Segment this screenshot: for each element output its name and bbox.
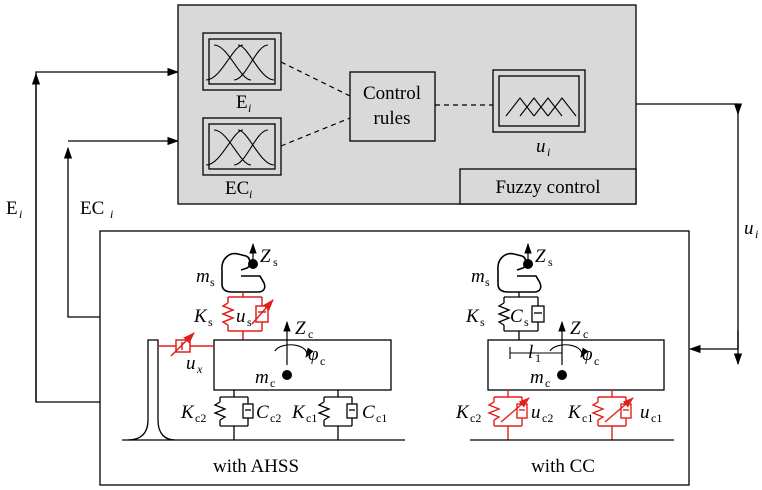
cc-zc-label: Z [570, 318, 581, 339]
membership-block-e: E i [202, 32, 282, 115]
control-rules-block: Control rules [349, 71, 436, 142]
cc-l1-dimension [509, 347, 562, 359]
ahss-mc-sub: c [270, 376, 275, 390]
signal-lines [31, 67, 743, 403]
ahss-cc2-label: C [256, 402, 269, 423]
mf-e-label: E [236, 92, 248, 113]
ahss-body-mass-point [282, 370, 292, 380]
cc-cs-label: C [510, 306, 523, 327]
signal-ec-sub: i [110, 207, 113, 221]
signal-u-label: u [744, 218, 754, 239]
fuzzy-control-panel: Fuzzy control E i EC i Control rules [177, 4, 637, 205]
ahss-kc2-label: K [180, 402, 195, 423]
signal-u-sub: i [755, 227, 758, 241]
ahss-cc1-sub: c1 [376, 411, 387, 425]
cc-model: Z s m s K s C s Z c l 1 [455, 242, 674, 477]
cc-body-mass-point [557, 370, 567, 380]
cc-ks-sub: s [480, 315, 485, 329]
cc-uc2-sub: c2 [542, 411, 553, 425]
cc-zc-sub: c [583, 327, 588, 341]
ahss-phi-label: φ [308, 344, 319, 365]
ahss-caption: with AHSS [213, 456, 299, 477]
ahss-zc-label: Z [295, 318, 306, 339]
cc-kc1-sub: c1 [582, 411, 593, 425]
ahss-ux-label: u [186, 353, 196, 374]
ahss-ux-sub: x [196, 362, 203, 376]
signal-ec-label: EC [80, 198, 104, 219]
control-rules-line1: Control [363, 83, 421, 104]
ahss-ks-sub: s [208, 315, 213, 329]
cc-phi-label: φ [582, 344, 593, 365]
cc-kc1-label: K [567, 402, 582, 423]
cc-phi-sub: c [594, 354, 599, 368]
ahss-ms-label: m [196, 266, 210, 287]
cc-ms-sub: s [485, 275, 490, 289]
cc-kc2-sub: c2 [470, 411, 481, 425]
ahss-zs-label: Z [260, 246, 271, 267]
cc-l1-label: l [528, 342, 533, 363]
cc-uc1-sub: c1 [651, 411, 662, 425]
mf-ec-sub: i [249, 187, 252, 201]
control-rules-line2: rules [374, 108, 411, 129]
ahss-zc-sub: c [308, 327, 313, 341]
cc-suspension-c2 [487, 390, 530, 440]
ahss-phi-sub: c [320, 354, 325, 368]
wall-post [127, 339, 176, 441]
ahss-model: Z s m s K s u s Z c φ c m [122, 242, 405, 477]
membership-block-ec: EC i [202, 117, 282, 201]
mf-u-label: u [536, 136, 546, 157]
mf-u-sub: i [547, 145, 550, 159]
cc-kc2-label: K [455, 402, 470, 423]
dashed-connections [280, 61, 493, 147]
ahss-zs-sub: s [273, 255, 278, 269]
cc-car-body [487, 339, 665, 391]
cc-suspension-c1 [591, 390, 634, 440]
cc-caption: with CC [531, 456, 595, 477]
horizontal-actuator [158, 332, 214, 357]
cc-l1-sub: 1 [535, 351, 541, 365]
seat-suspension [220, 292, 274, 340]
ahss-us-label: u [236, 306, 246, 327]
ahss-ms-sub: s [210, 275, 215, 289]
ahss-mc-label: m [255, 367, 269, 388]
cc-mc-label: m [530, 367, 544, 388]
cc-seat-suspension [497, 292, 545, 340]
ahss-suspension-c2 [213, 390, 254, 440]
fuzzy-control-title: Fuzzy control [495, 177, 600, 198]
cc-zs-label: Z [535, 246, 546, 267]
fuzzy-control-label-box [459, 168, 637, 205]
mf-ec-label: EC [225, 178, 249, 199]
signal-e-label: E [6, 198, 18, 219]
ahss-us-sub: s [247, 315, 252, 329]
ahss-kc2-sub: c2 [195, 411, 206, 425]
ahss-car-body [213, 339, 392, 391]
cc-zs-sub: s [548, 255, 553, 269]
cc-mc-sub: c [545, 376, 550, 390]
cc-uc1-label: u [640, 402, 650, 423]
signal-e-sub: i [19, 207, 22, 221]
membership-block-u: u i [492, 69, 586, 159]
ahss-ks-label: K [193, 306, 208, 327]
cc-ms-label: m [471, 266, 485, 287]
cc-cs-sub: s [524, 315, 529, 329]
ahss-cc2-sub: c2 [270, 411, 281, 425]
cc-ks-label: K [465, 306, 480, 327]
ahss-kc1-sub: c1 [306, 411, 317, 425]
ahss-suspension-c1 [317, 390, 358, 440]
ahss-cc1-label: C [362, 402, 375, 423]
cc-uc2-label: u [531, 402, 541, 423]
mf-e-sub: i [248, 101, 251, 115]
ahss-kc1-label: K [291, 402, 306, 423]
